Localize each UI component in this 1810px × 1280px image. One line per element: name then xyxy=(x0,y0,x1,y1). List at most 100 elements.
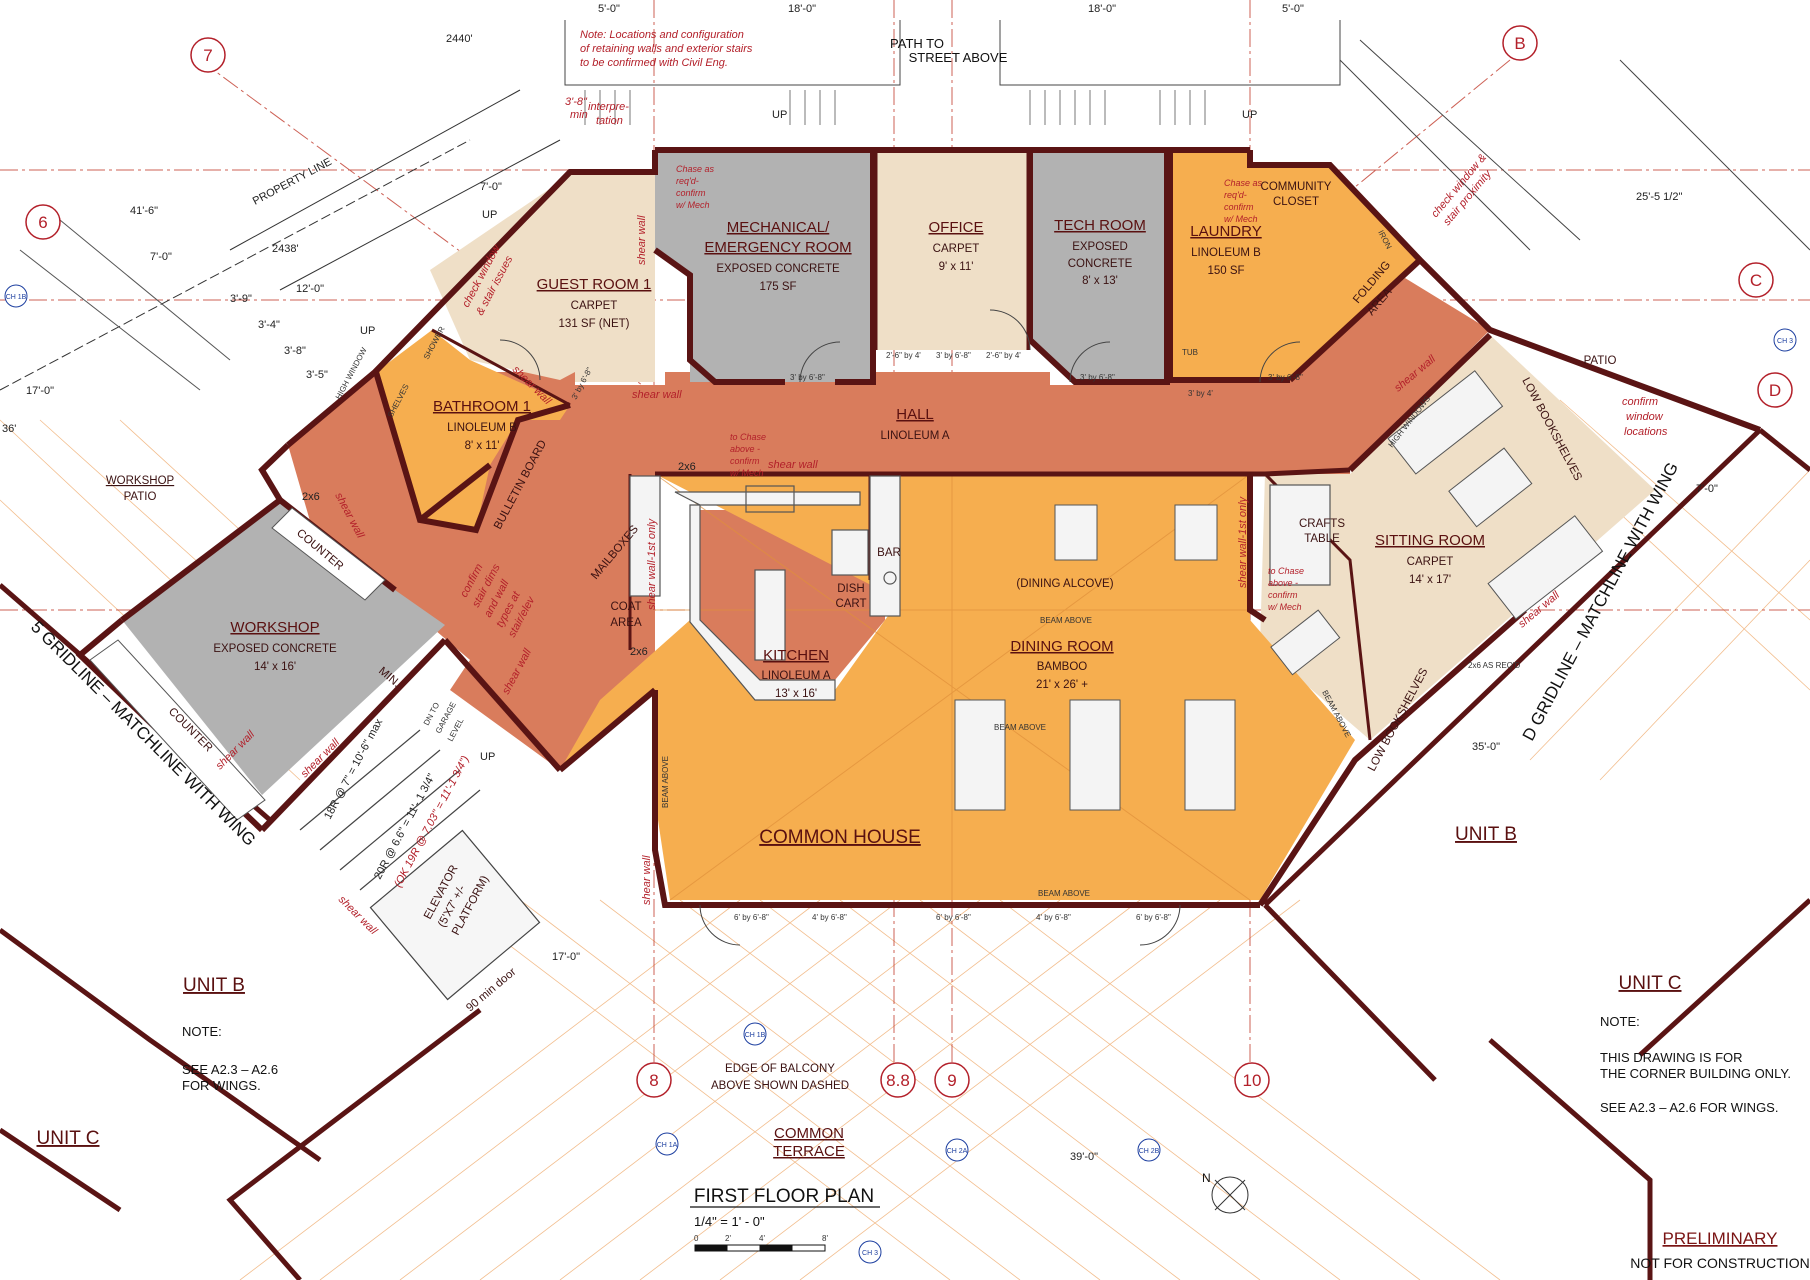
chase-hall-2: above - xyxy=(730,444,760,454)
interp-4: tation xyxy=(596,115,623,127)
bath-size: 8' x 11' xyxy=(465,440,500,452)
office-finish: CARPET xyxy=(933,243,980,255)
dining-alcove: (DINING ALCOVE) xyxy=(1016,578,1113,590)
sitting-furniture xyxy=(1270,370,1604,676)
mech-name-1: MECHANICAL/ xyxy=(727,219,830,236)
dim-22: 2x6 xyxy=(678,461,696,473)
grid-bubbles xyxy=(25,25,1793,1098)
dining-tables xyxy=(954,504,1236,811)
shear-wall-dining: shear wall-1st only xyxy=(1237,495,1249,588)
grid-88: 8.8 xyxy=(886,1071,910,1090)
dim-18: 35'-0" xyxy=(1472,741,1500,753)
office-floor xyxy=(876,152,1028,350)
door-4: 3' by 6'-8" xyxy=(1080,373,1115,382)
dim-9: 12'-0" xyxy=(296,283,324,295)
chase-mech-2: req'd- xyxy=(676,176,699,186)
left-note-1: SEE A2.3 – A2.6 xyxy=(182,1062,278,1077)
laundry-size: 150 SF xyxy=(1207,265,1244,277)
dim-24: 2x6 xyxy=(630,646,648,658)
interp-2: min xyxy=(570,109,588,121)
mech-finish: EXPOSED CONCRETE xyxy=(716,263,840,275)
common-terrace-2: TERRACE xyxy=(773,1143,845,1160)
hall-floor xyxy=(288,278,1490,770)
dim-5: 2440' xyxy=(446,33,473,45)
chase-dining-2: above - xyxy=(1268,578,1298,588)
callout-ch2a: CH 2A xyxy=(947,1148,968,1155)
scale-2: 2' xyxy=(725,1234,731,1243)
dish-label: DISH xyxy=(837,583,864,595)
scale-bar-graphic xyxy=(694,1244,826,1252)
patio-right: PATIO xyxy=(1584,355,1617,367)
coat-label: COAT xyxy=(610,601,641,613)
dim-10: 3'-9" xyxy=(230,293,252,305)
top-note-3: to be confirmed with Civil Eng. xyxy=(580,57,728,69)
dim-8: 7'-0" xyxy=(150,251,172,263)
chase-laundry-3: confirm xyxy=(1224,202,1254,212)
exterior-stairs xyxy=(0,20,1810,391)
bar-label: BAR xyxy=(877,547,901,559)
up-label-1: UP xyxy=(772,109,787,121)
hall-name: HALL xyxy=(896,406,934,423)
room-fills xyxy=(122,152,1655,900)
closet-name-1: COMMUNITY xyxy=(1261,181,1332,193)
left-note-title: NOTE: xyxy=(182,1024,222,1039)
elevator-stair xyxy=(299,729,541,1001)
chase-laundry-4: w/ Mech xyxy=(1224,214,1258,224)
right-note-title: NOTE: xyxy=(1600,1014,1640,1029)
up-label-4: UP xyxy=(360,325,375,337)
grid-B: B xyxy=(1514,34,1525,53)
laundry-floor xyxy=(1170,152,1420,378)
beam-above-5: BEAM ABOVE xyxy=(994,723,1046,732)
edge-balcony-2: ABOVE SHOWN DASHED xyxy=(711,1080,849,1092)
door-13: 6' by 6'-8" xyxy=(1136,913,1171,922)
dim-1: 5'-0" xyxy=(598,3,620,15)
office-size: 9' x 11' xyxy=(939,261,974,273)
kitchen-finish: LINOLEUM A xyxy=(761,670,830,682)
dim-15: 36' xyxy=(2,423,16,435)
sitting-size: 14' x 17' xyxy=(1409,574,1451,586)
hall-finish: LINOLEUM A xyxy=(880,430,949,442)
dim-17: 7'-0" xyxy=(1696,483,1718,495)
laundry-finish: LINOLEUM B xyxy=(1191,247,1261,259)
dim-2: 18'-0" xyxy=(788,3,816,15)
confirm-window-3: locations xyxy=(1624,426,1668,438)
guest-room-floor xyxy=(430,175,655,382)
coat-label-2: AREA xyxy=(610,617,642,629)
workshop-counters xyxy=(89,507,386,821)
guest-finish: CARPET xyxy=(571,300,618,312)
beam-above-2: BEAM ABOVE xyxy=(1038,889,1090,898)
door-9: 6' by 6'-8" xyxy=(734,913,769,922)
door-12: 4' by 6'-8" xyxy=(1036,913,1071,922)
dim-23: 2x6 xyxy=(302,491,320,503)
dim-16: 25'-5 1/2" xyxy=(1636,191,1682,203)
north-label: N xyxy=(1202,1171,1211,1185)
kitchen-size: 13' x 16' xyxy=(775,688,817,700)
sitting-name: SITTING ROOM xyxy=(1375,532,1485,549)
callout-ch3-b: CH 3 xyxy=(1777,338,1793,345)
plan-scale: 1/4" = 1' - 0" xyxy=(694,1214,765,1229)
chase-mech-1: Chase as xyxy=(676,164,715,174)
office-name: OFFICE xyxy=(929,219,984,236)
workshop-patio-2: PATIO xyxy=(124,491,157,503)
tech-name: TECH ROOM xyxy=(1054,217,1146,234)
dim-20: 17'-0" xyxy=(552,951,580,963)
grid-6: 6 xyxy=(38,213,47,232)
door-5: 2'-6" by 4' xyxy=(986,351,1021,360)
stamp-line-1: PRELIMINARY xyxy=(1663,1229,1778,1248)
dim-21: 7'-0" xyxy=(480,181,502,193)
chase-mech-4: w/ Mech xyxy=(676,200,710,210)
grid-D: D xyxy=(1769,381,1781,400)
bath-name: BATHROOM 1 xyxy=(433,398,531,415)
top-note-1: Note: Locations and configuration xyxy=(580,29,744,41)
chase-dining-4: w/ Mech xyxy=(1268,602,1302,612)
mech-name-2: EMERGENCY ROOM xyxy=(704,239,851,256)
shear-wall-kitchen: shear wall-1st only xyxy=(646,517,658,610)
beam-above-3: BEAM ABOVE xyxy=(661,756,670,808)
up-label-3: UP xyxy=(482,209,497,221)
bathroom-floor xyxy=(376,330,570,530)
common-house: COMMON HOUSE xyxy=(759,827,921,848)
left-note-2: FOR WINGS. xyxy=(182,1078,261,1093)
right-note-1: THIS DRAWING IS FOR xyxy=(1600,1050,1743,1065)
callout-ch1b-a: CH 1B xyxy=(6,294,27,301)
guest-size: 131 SF (NET) xyxy=(559,318,630,330)
